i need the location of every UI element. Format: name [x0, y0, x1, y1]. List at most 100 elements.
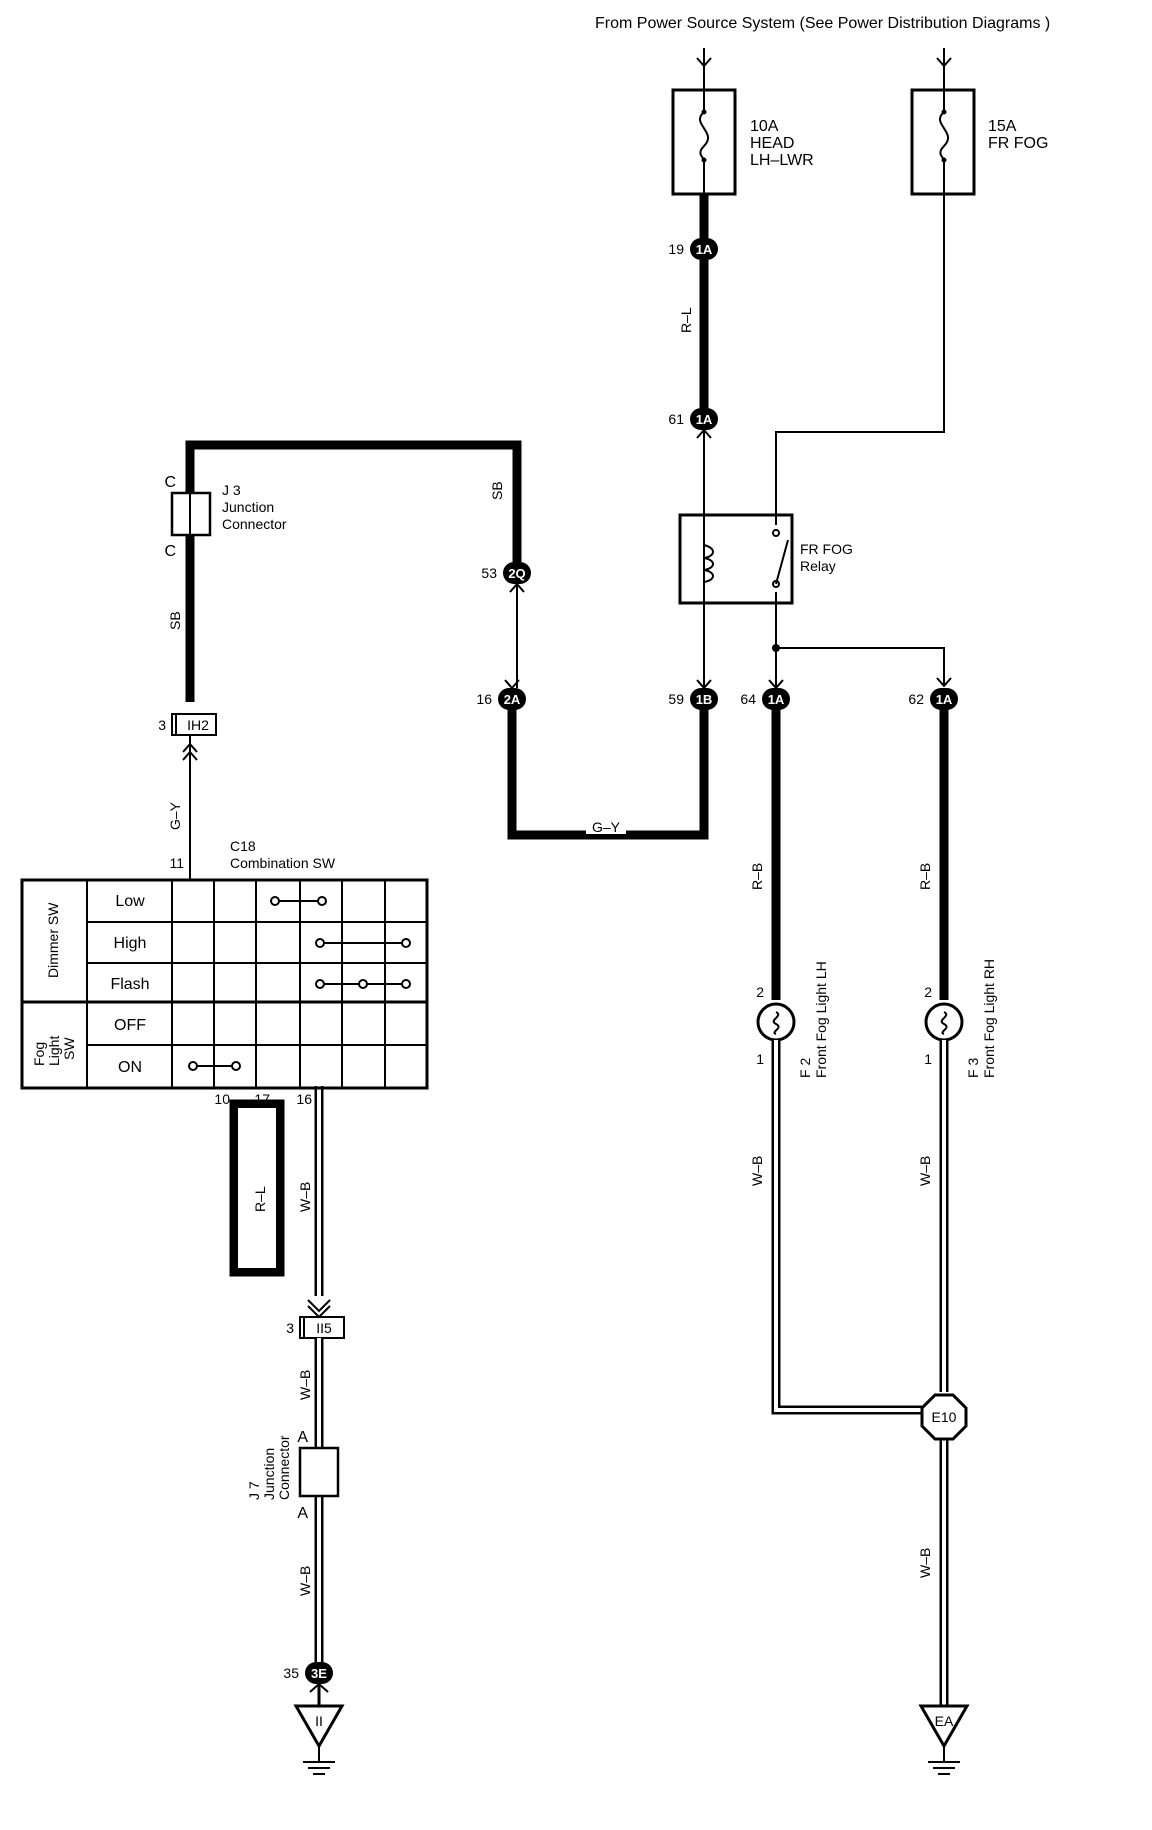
connector-pin: 59 [668, 691, 684, 707]
fog-sw-label-1: Fog [31, 1042, 47, 1066]
lamp-rh-pin-bottom: 1 [924, 1051, 932, 1067]
combination-sw-pin-16: 16 [296, 1091, 312, 1107]
fuse1-line1: HEAD [750, 135, 794, 152]
connector-pin: 61 [668, 411, 684, 427]
fog-sw-label-2: Light [46, 1036, 62, 1066]
wire-label-sb: SB [489, 481, 505, 500]
connector-code: 1B [696, 692, 713, 707]
wire-label-rb: R–B [917, 863, 933, 890]
j3-line2: Connector [222, 516, 287, 532]
lamp-lh-pin-top: 2 [756, 984, 764, 1000]
wire-label-wb: W–B [297, 1182, 313, 1212]
junction-j7 [298, 1446, 340, 1498]
j7-line1: Junction [261, 1448, 277, 1500]
dimmer-sw-label: Dimmer SW [45, 902, 61, 978]
j7-pin-top: A [297, 1429, 308, 1446]
ground-ea-symbol [918, 1704, 970, 1775]
connector-pin: 62 [908, 691, 924, 707]
j3-pin-top: C [164, 474, 176, 491]
ground-ii-symbol [293, 1684, 345, 1775]
j7-pin-bottom: A [297, 1505, 308, 1522]
fuse1-line2: LH–LWR [750, 152, 814, 169]
e10-label: E10 [932, 1409, 957, 1425]
switch-row-flash: Flash [110, 976, 149, 993]
connector-code: 2Q [508, 566, 525, 581]
switch-row-off: OFF [114, 1017, 146, 1034]
thick-wires [185, 194, 949, 1277]
lamp-lh-pin-bottom: 1 [756, 1051, 764, 1067]
wire-label-rl: R–L [678, 307, 694, 333]
fr-fog-relay [678, 513, 794, 605]
thin-wires [189, 194, 945, 880]
relay-line2: Relay [800, 558, 836, 574]
fog-lamp-rh [924, 1002, 964, 1042]
wire-label-rb: R–B [749, 863, 765, 890]
connector-pin: 53 [481, 565, 497, 581]
combination-sw-pin-11: 11 [169, 855, 184, 871]
connector-ih2 [171, 713, 217, 736]
ground-ii-label: II [315, 1713, 323, 1729]
lamp-lh-id: F 2 [797, 1058, 813, 1078]
switch-row-high: High [114, 935, 147, 952]
lamp-rh-id: F 3 [965, 1058, 981, 1078]
rl-loop-interior [238, 1108, 276, 1268]
power-source-label: From Power Source System (See Power Dist… [595, 15, 1050, 32]
fuse2-amps: 15A [988, 118, 1017, 135]
ground-ea-label: EA [935, 1713, 954, 1729]
j7-line2: Connector [276, 1435, 292, 1500]
ground-point-e10 [920, 1393, 968, 1441]
combination-sw-pin-10: 10 [214, 1091, 230, 1107]
connector-code: 3E [311, 1666, 327, 1681]
j3-line1: Junction [222, 499, 274, 515]
wire-label-wb: W–B [297, 1566, 313, 1596]
switch-contacts [188, 896, 411, 1071]
connector-ii5 [299, 1316, 345, 1339]
fog-sw-label-3: SW [61, 1037, 77, 1060]
connector-pin: 3 [286, 1320, 294, 1336]
j3-id: J 3 [222, 482, 241, 498]
splice-point [772, 644, 780, 652]
wire-label-wb: W–B [749, 1156, 765, 1186]
connector-code: 1A [696, 242, 713, 257]
wire-label-sb: SB [167, 611, 183, 630]
switch-row-low: Low [115, 893, 145, 910]
connector-code: IH2 [187, 717, 209, 733]
gy-label-gap [586, 820, 626, 834]
connector-code: 1A [936, 692, 953, 707]
wire-label-rl: R–L [252, 1186, 268, 1212]
lamp-rh-pin-top: 2 [924, 984, 932, 1000]
connector-pin: 3 [158, 717, 166, 733]
connector-pin: 35 [283, 1665, 299, 1681]
relay-arrows [182, 428, 952, 761]
combination-sw-pin-17: 17 [254, 1091, 270, 1107]
lamp-rh-name: Front Fog Light RH [981, 959, 997, 1078]
wire-label-gy: G–Y [592, 819, 621, 835]
connector-pin: 16 [476, 691, 492, 707]
switch-row-on: ON [118, 1059, 142, 1076]
lamp-lh-name: Front Fog Light LH [813, 961, 829, 1078]
wire-label-wb: W–B [297, 1370, 313, 1400]
wire-label-wb: W–B [917, 1548, 933, 1578]
connector-code: 2A [504, 692, 521, 707]
j3-pin-bottom: C [164, 543, 176, 560]
connector-pin: 19 [668, 241, 684, 257]
j7-id: J 7 [246, 1481, 262, 1500]
combination-sw-id: C18 [230, 838, 256, 854]
connector-badges [305, 238, 958, 1684]
fuse2-line1: FR FOG [988, 135, 1048, 152]
connector-code: II5 [316, 1320, 332, 1336]
fuse-head-lh-lwr [671, 78, 737, 196]
connector-pin: 64 [740, 691, 756, 707]
connector-code: 1A [696, 412, 713, 427]
fuse-fr-fog [910, 88, 976, 196]
wire-label-wb: W–B [917, 1156, 933, 1186]
wire-label-gy: G–Y [167, 801, 183, 830]
power-input-arrows [696, 48, 952, 88]
relay-line1: FR FOG [800, 541, 853, 557]
fuse1-amps: 10A [750, 118, 779, 135]
connector-code: 1A [768, 692, 785, 707]
fog-lamp-lh [756, 1002, 796, 1042]
double-wires [314, 1040, 949, 1706]
combination-sw-name: Combination SW [230, 855, 336, 871]
